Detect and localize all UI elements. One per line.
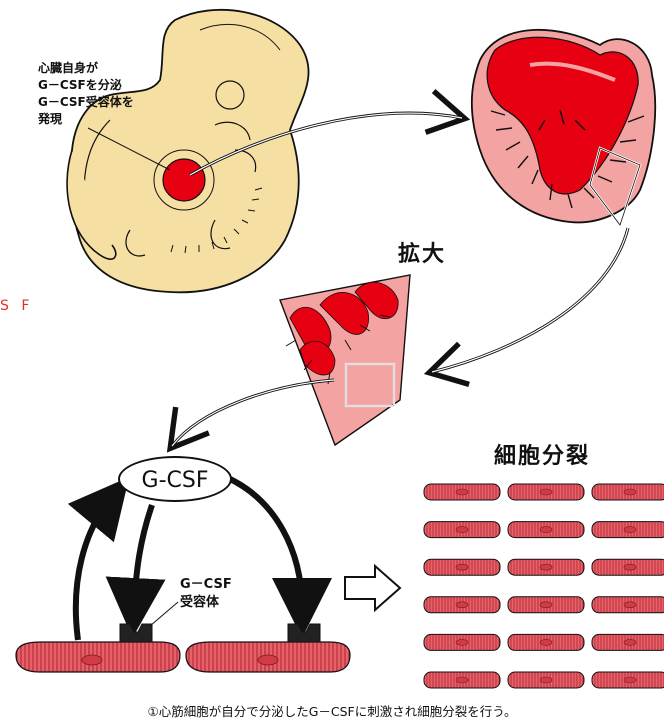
dividing-cell (424, 672, 500, 688)
dividing-cell (424, 597, 500, 613)
dividing-cell (508, 559, 584, 575)
dividing-cell (424, 559, 500, 575)
arrow-cell-to-gcsf (76, 500, 110, 640)
arrow-fragment-to-gcsf (172, 380, 334, 446)
embryo-illustration (67, 10, 309, 292)
receptor-left (120, 624, 152, 642)
magnified-label: 拡大 (398, 236, 446, 268)
dividing-cell (508, 597, 584, 613)
caption: ①心筋細胞が自分で分泌したG－CSFに刺激され細胞分裂を行う。 (0, 701, 664, 720)
dividing-cell (508, 672, 584, 688)
receptor-right (288, 624, 320, 642)
heart-illustration (472, 30, 655, 225)
hollow-arrow-right (345, 566, 400, 610)
arrow-gcsf-to-receptor-right (228, 478, 302, 608)
magnified-fragment (280, 275, 410, 445)
dividing-cell (424, 634, 500, 650)
gcsf-ellipse-label: G-CSF (118, 456, 232, 502)
cell-division-grid (424, 484, 664, 688)
muscle-cell-right (186, 642, 350, 672)
dividing-cell (424, 484, 500, 500)
dividing-cell (592, 597, 664, 613)
muscle-cell-left (16, 642, 180, 672)
dividing-cell (508, 522, 584, 538)
embryo-note: 心臓自身が G－CSFを分泌 G－CSF受容体を 発現 (38, 60, 134, 128)
dividing-cell (592, 634, 664, 650)
cell-division-label: 細胞分裂 (494, 438, 590, 470)
arrow-heart-to-fragment (432, 228, 628, 372)
dividing-cell (508, 634, 584, 650)
dividing-cell (592, 522, 664, 538)
dividing-cell (424, 522, 500, 538)
dividing-cell (592, 672, 664, 688)
dividing-cell (508, 484, 584, 500)
receptor-label: G－CSF 受容体 (180, 576, 232, 612)
partial-gcsf-label: S F (0, 298, 33, 314)
arrow-gcsf-to-receptor-left (134, 505, 152, 608)
dividing-cell (592, 559, 664, 575)
dividing-cell (592, 484, 664, 500)
